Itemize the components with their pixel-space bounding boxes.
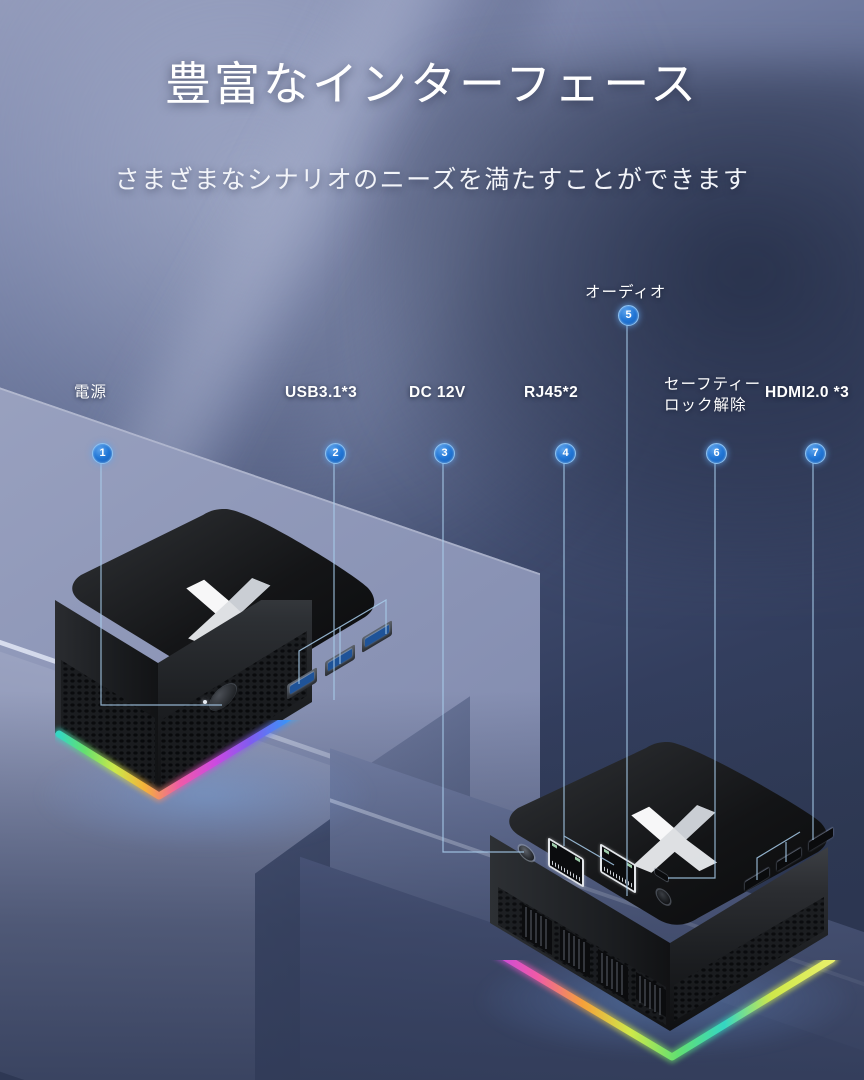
callout-label-4: RJ45*2 [524, 384, 579, 401]
rj45-led-1 [552, 842, 557, 849]
rear-unit-rgb-light-strip [497, 960, 838, 1063]
rj45-led-4 [627, 862, 632, 869]
callout-label-6: セーフティー ロック解除 [664, 375, 762, 414]
callout-badge-4[interactable]: 4 [555, 443, 576, 464]
power-led-indicator [203, 700, 207, 704]
background-dark-vignette [371, 64, 864, 584]
callout-label-3: DC 12V [409, 384, 466, 401]
callout-label-5: オーディオ [585, 283, 667, 301]
callout-badge-5[interactable]: 5 [618, 305, 639, 326]
callout-label-7: HDMI2.0 *3 [765, 384, 850, 401]
page-title: 豊富なインターフェース [165, 57, 699, 111]
page-subtitle: さまざまなシナリオのニーズを満たすことができます [114, 165, 750, 194]
callout-badge-6[interactable]: 6 [706, 443, 727, 464]
callout-label-1: 電源 [74, 383, 108, 401]
callout-badge-2[interactable]: 2 [325, 443, 346, 464]
callout-label-2: USB3.1*3 [285, 384, 358, 401]
rj45-led-3 [604, 848, 609, 855]
rj45-led-2 [575, 856, 580, 863]
callout-badge-3[interactable]: 3 [434, 443, 455, 464]
callout-badge-7[interactable]: 7 [805, 443, 826, 464]
front-unit-rgb-light-strip [55, 720, 297, 802]
fin-ventilation-group [522, 903, 666, 1017]
callout-badge-1[interactable]: 1 [92, 443, 113, 464]
